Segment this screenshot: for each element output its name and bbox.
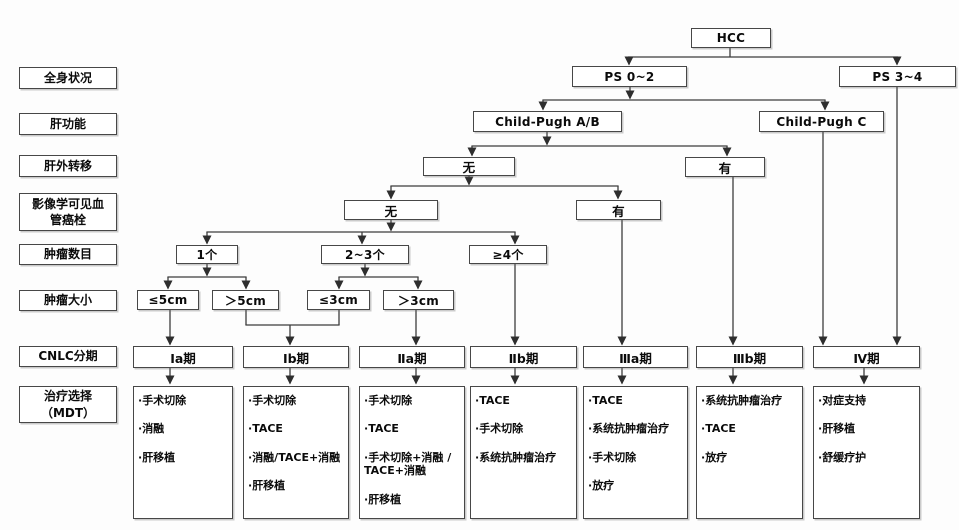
- treatment-item: TACE: [248, 422, 283, 435]
- treatments-stage-2a: 手术切除 TACE 手术切除+消融 / TACE+消融 肝移植: [359, 386, 465, 519]
- treatment-item: 系统抗肿瘤治疗: [475, 451, 556, 464]
- node-has-vascular-invasion: 有: [576, 200, 661, 220]
- row-label-cnlc-stage: CNLC分期: [19, 346, 117, 367]
- row-label-general-condition: 全身状况: [19, 67, 117, 89]
- treatments-stage-3b: 系统抗肿瘤治疗 TACE 放疗: [696, 386, 803, 519]
- treatment-item: 手术切除: [364, 394, 412, 407]
- stage-box-2a: Ⅱa期: [359, 346, 465, 368]
- treatment-item: 系统抗肿瘤治疗: [701, 394, 782, 407]
- stage-box-3a: Ⅲa期: [583, 346, 688, 368]
- node-ps-0-2: PS 0~2: [572, 66, 687, 87]
- stage-box-3b: Ⅲb期: [696, 346, 803, 368]
- row-label-vascular-invasion: 影像学可见血 管癌栓: [19, 193, 117, 231]
- treatment-item: 放疗: [701, 451, 727, 464]
- stage-box-1a: Ⅰa期: [133, 346, 233, 368]
- treatment-item: 手术切除: [475, 422, 523, 435]
- node-has-extrahepatic-metastasis: 有: [685, 157, 765, 177]
- node-child-pugh-c: Child-Pugh C: [759, 111, 884, 132]
- node-size-gt-5cm: ＞5cm: [212, 290, 279, 310]
- node-no-vascular-invasion: 无: [344, 200, 438, 220]
- row-label-tumor-number: 肿瘤数目: [19, 244, 117, 265]
- node-tumor-count-2-3: 2~3个: [321, 245, 409, 264]
- row-label-treatment-choice: 治疗选择 （MDT）: [19, 386, 117, 423]
- treatments-stage-2b: TACE 手术切除 系统抗肿瘤治疗: [470, 386, 577, 519]
- treatment-item: 放疗: [588, 479, 614, 492]
- treatment-item: 肝移植: [364, 493, 401, 506]
- node-tumor-count-1: 1个: [176, 245, 238, 264]
- treatment-item: 消融: [138, 422, 164, 435]
- row-label-tumor-size: 肿瘤大小: [19, 290, 117, 311]
- row-label-liver-function: 肝功能: [19, 113, 117, 135]
- treatments-stage-4: 对症支持 肝移植 舒缓疗护: [813, 386, 920, 519]
- stage-box-4: Ⅳ期: [813, 346, 920, 368]
- treatment-item: 舒缓疗护: [818, 451, 866, 464]
- treatments-stage-1a: 手术切除 消融 肝移植: [133, 386, 233, 519]
- stage-box-1b: Ⅰb期: [243, 346, 349, 368]
- node-child-pugh-ab: Child-Pugh A/B: [473, 111, 622, 132]
- connectors: [163, 48, 902, 385]
- treatment-item: 消融/TACE+消融: [248, 451, 340, 464]
- treatment-item: 手术切除: [588, 451, 636, 464]
- row-label-extrahepatic-metastasis: 肝外转移: [19, 155, 117, 177]
- node-no-extrahepatic-metastasis: 无: [423, 157, 515, 176]
- treatment-item: 对症支持: [818, 394, 866, 407]
- node-size-gt-3cm: ＞3cm: [383, 290, 454, 310]
- treatment-item: 手术切除: [248, 394, 296, 407]
- node-size-le-5cm: ≤5cm: [137, 290, 199, 310]
- treatment-item: TACE: [364, 422, 399, 435]
- node-hcc: HCC: [691, 28, 771, 48]
- treatments-stage-1b: 手术切除 TACE 消融/TACE+消融 肝移植: [243, 386, 349, 519]
- treatment-item: 肝移植: [818, 422, 855, 435]
- treatments-stage-3a: TACE 系统抗肿瘤治疗 手术切除 放疗: [583, 386, 688, 519]
- node-size-le-3cm: ≤3cm: [307, 290, 370, 310]
- treatment-item: 肝移植: [248, 479, 285, 492]
- treatment-item: TACE: [475, 394, 510, 407]
- treatment-item: 手术切除: [138, 394, 186, 407]
- treatment-item: 肝移植: [138, 451, 175, 464]
- treatment-item: 手术切除+消融 / TACE+消融: [364, 451, 451, 478]
- node-tumor-count-ge-4: ≥4个: [469, 245, 547, 264]
- treatment-item: TACE: [588, 394, 623, 407]
- node-ps-3-4: PS 3~4: [839, 66, 956, 87]
- treatment-item: 系统抗肿瘤治疗: [588, 422, 669, 435]
- stage-box-2b: Ⅱb期: [470, 346, 577, 368]
- treatment-item: TACE: [701, 422, 736, 435]
